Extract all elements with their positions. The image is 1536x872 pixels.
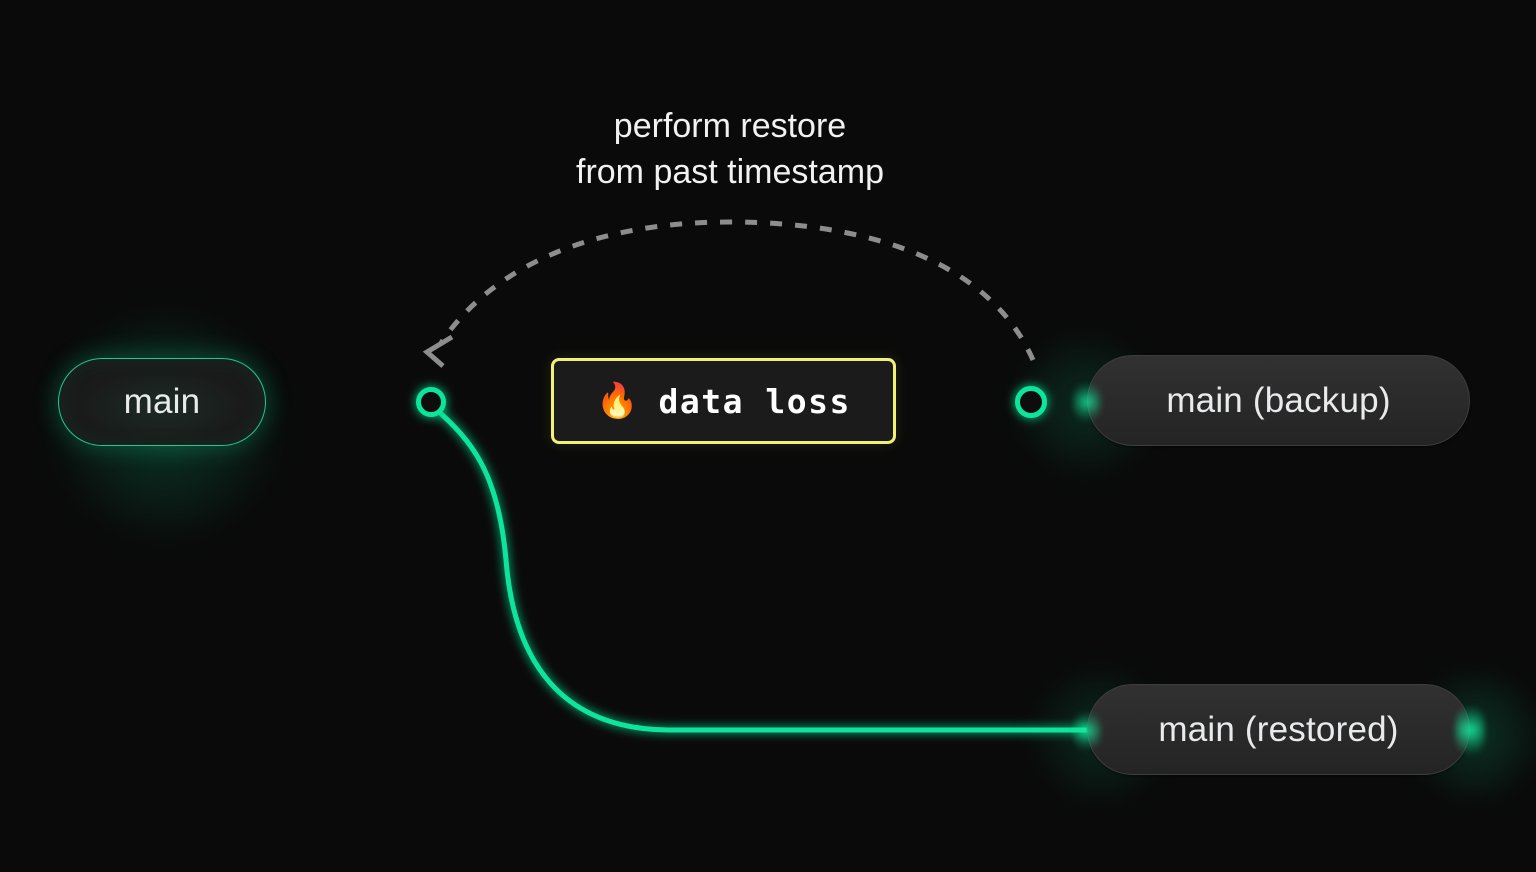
restore-arrow-head-icon — [422, 334, 454, 368]
restore-annotation-line1: perform restore — [613, 107, 847, 145]
edge-branch-to-restored — [434, 407, 1092, 733]
commit-dot-backup-point[interactable] — [1015, 386, 1047, 418]
restore-annotation-line2: from past timestamp — [576, 153, 884, 191]
data-loss-event-box[interactable]: 🔥 data loss — [551, 358, 896, 444]
branch-node-restored-label: main (restored) — [1158, 709, 1399, 749]
restore-annotation: perform restore from past timestamp — [0, 103, 1460, 195]
branch-node-backup-label: main (backup) — [1166, 380, 1391, 420]
branch-node-backup[interactable]: main (backup) — [1087, 355, 1470, 446]
data-loss-label: data loss — [658, 381, 851, 421]
restore-arrow-dashed-arc — [438, 219, 1036, 362]
branch-node-main[interactable]: main — [58, 358, 266, 446]
commit-dot-branch-point[interactable] — [416, 387, 446, 417]
branch-node-restored[interactable]: main (restored) — [1087, 684, 1470, 775]
branch-node-main-label: main — [123, 382, 201, 421]
fire-emoji: 🔥 — [596, 382, 639, 420]
